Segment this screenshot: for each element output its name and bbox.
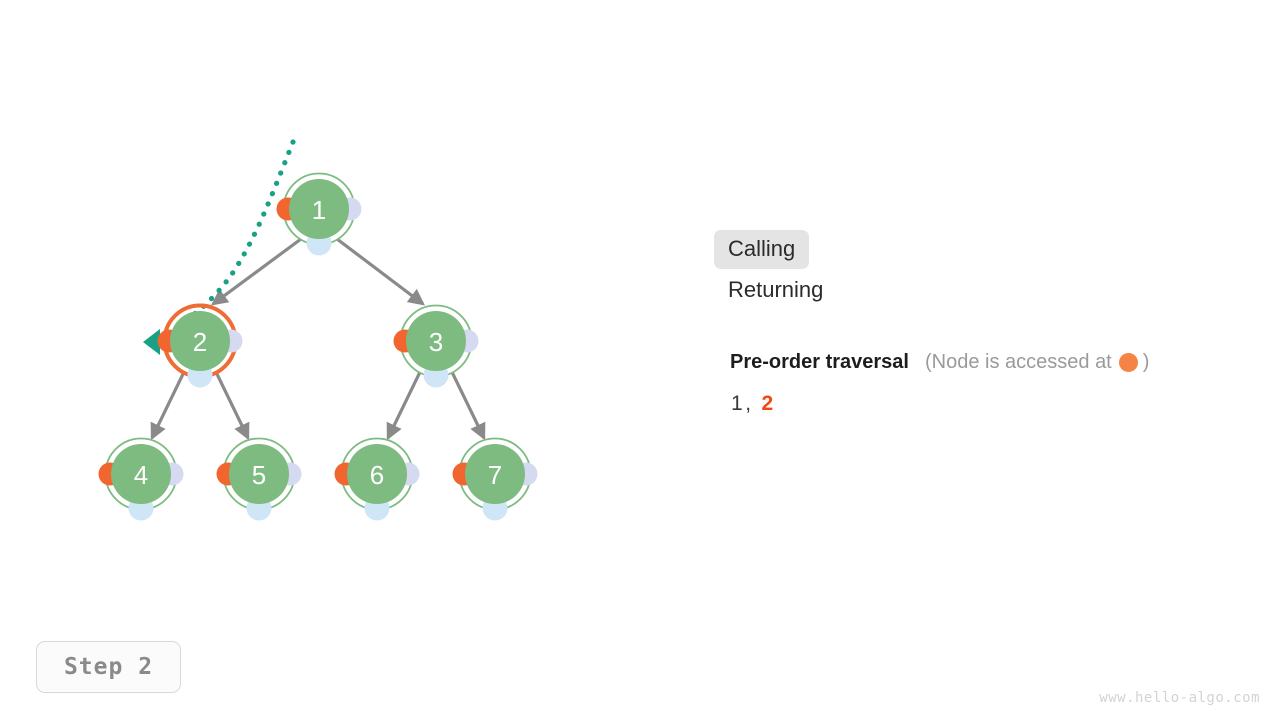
- sequence-item-2: 2: [761, 391, 774, 415]
- sequence-item-1: 1: [731, 391, 744, 415]
- site-watermark: www.hello-algo.com: [1099, 690, 1260, 706]
- edge-3-6: [386, 371, 422, 441]
- node-value-label: 5: [252, 460, 266, 490]
- tree-node-2[interactable]: 2: [157, 303, 243, 388]
- node-body: [170, 311, 230, 371]
- edge-3-7: [450, 371, 486, 441]
- state-returning[interactable]: Returning: [728, 277, 824, 303]
- tree-node-1[interactable]: 1: [276, 172, 362, 256]
- node-body: [111, 444, 171, 504]
- tree-node-3[interactable]: 3: [393, 304, 479, 388]
- state-list: Calling Returning: [714, 230, 1254, 311]
- traversal-title: Pre-order traversal: [730, 350, 909, 373]
- traversal-note-before: (Node is accessed at: [924, 350, 1112, 373]
- sequence-separator: ,: [745, 391, 752, 415]
- tree-node-6[interactable]: 6: [334, 437, 420, 521]
- node-value-label: 7: [488, 460, 502, 490]
- state-calling[interactable]: Calling: [714, 230, 810, 270]
- traversal-note: (Node is accessed at ): [925, 351, 1149, 374]
- tree-edges: [150, 237, 486, 441]
- node-body: [406, 311, 466, 371]
- tree-nodes: 1 2 3 4 5 6 7: [98, 172, 538, 521]
- node-body: [289, 179, 349, 239]
- step-indicator: Step 2: [36, 641, 181, 693]
- node-value-label: 4: [134, 460, 148, 490]
- edge-1-2: [210, 237, 302, 306]
- traversal-legend: Pre-order traversal (Node is accessed at…: [714, 351, 1254, 374]
- info-panel: Calling Returning Pre-order traversal (N…: [714, 230, 1254, 416]
- tree-node-5[interactable]: 5: [216, 437, 302, 521]
- step-label: Step 2: [63, 654, 154, 680]
- node-value-label: 3: [429, 327, 443, 357]
- tree-node-7[interactable]: 7: [452, 437, 538, 521]
- edge-2-4: [150, 371, 186, 441]
- call-path-arrowhead: [143, 329, 160, 355]
- node-body: [465, 444, 525, 504]
- access-marker-dot: [1118, 352, 1138, 372]
- node-value-label: 6: [370, 460, 384, 490]
- node-value-label: 1: [312, 195, 326, 225]
- edge-1-3: [336, 237, 425, 306]
- tree-node-4[interactable]: 4: [98, 437, 184, 521]
- node-body: [347, 444, 407, 504]
- binary-tree-diagram: 1 2 3 4 5 6 7: [98, 139, 538, 521]
- traversal-sequence: 1,2: [714, 392, 1254, 416]
- edge-2-5: [214, 371, 250, 441]
- node-body: [229, 444, 289, 504]
- node-value-label: 2: [193, 327, 207, 357]
- traversal-note-after: ): [1142, 350, 1150, 373]
